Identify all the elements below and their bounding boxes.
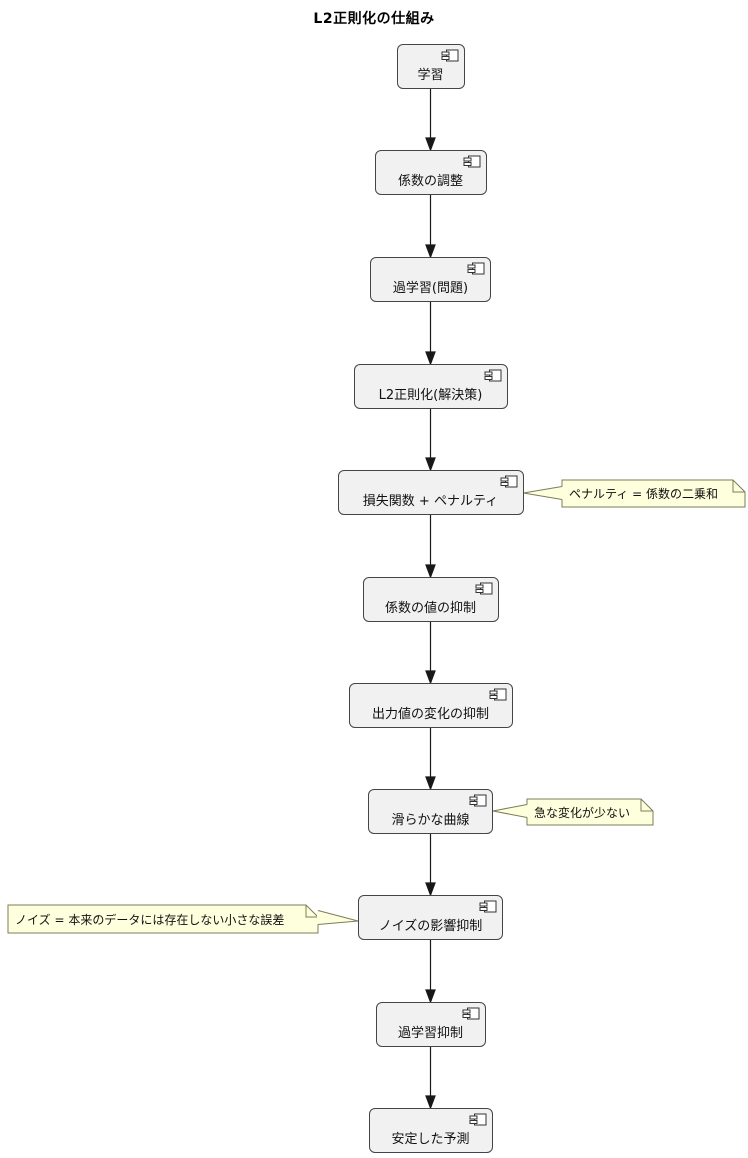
component-icon — [469, 794, 487, 807]
node-overfitting-suppression: 過学習抑制 — [375, 1002, 486, 1047]
component-icon — [463, 155, 480, 168]
node-l2-regularization-solution: L2正則化(解決策) — [353, 364, 508, 409]
component-icon — [441, 49, 458, 62]
node-stable-prediction: 安定した予測 — [368, 1108, 493, 1153]
node-learning: 学習 — [396, 44, 465, 89]
flow-arrow — [425, 834, 436, 897]
node-label: 過学習(問題) — [392, 280, 469, 296]
component-icon — [500, 475, 517, 488]
component-icon — [489, 688, 506, 701]
note-gradual-change: 急な変化が少ない — [534, 805, 631, 820]
flow-arrow — [425, 302, 436, 366]
note-shape-gradual-change — [492, 798, 654, 826]
node-label: 係数の値の抑制 — [384, 600, 476, 616]
component-icon — [467, 262, 485, 275]
node-label: 過学習抑制 — [397, 1025, 463, 1041]
note-shape-noise-definition — [7, 904, 359, 934]
node-label: ノイズの影響抑制 — [378, 918, 483, 934]
component-icon — [462, 1007, 479, 1020]
node-label: 学習 — [417, 67, 444, 83]
flow-arrow — [425, 1047, 436, 1110]
component-icon — [484, 369, 501, 382]
node-coefficient-value-suppression: 係数の値の抑制 — [362, 577, 499, 622]
node-label: 滑らかな曲線 — [391, 812, 470, 828]
node-label: 出力値の変化の抑制 — [371, 706, 489, 722]
node-overfitting-problem: 過学習(問題) — [370, 257, 491, 302]
component-icon — [475, 582, 492, 595]
node-output-change-suppression: 出力値の変化の抑制 — [348, 683, 513, 728]
node-label: 係数の調整 — [397, 173, 463, 189]
node-loss-plus-penalty: 損失関数 + ペナルティ — [337, 470, 524, 515]
node-label: 損失関数 + ペナルティ — [362, 493, 499, 509]
node-label: 安定した予測 — [391, 1131, 470, 1147]
flow-arrow — [425, 515, 436, 579]
node-noise-suppression: ノイズの影響抑制 — [358, 895, 503, 940]
node-label: L2正則化(解決策) — [378, 387, 483, 403]
flow-arrow — [425, 409, 436, 472]
flow-arrow — [425, 940, 436, 1004]
diagram-title: L2正則化の仕組み — [313, 11, 435, 27]
component-icon — [469, 1113, 486, 1126]
note-shape-penalty-definition — [523, 479, 746, 508]
component-icon — [479, 900, 497, 913]
flow-arrow — [425, 728, 436, 791]
node-coefficient-adjustment: 係数の調整 — [374, 150, 487, 195]
flow-arrow — [425, 89, 436, 152]
flow-arrow — [425, 622, 436, 685]
note-penalty-definition: ペナルティ = 係数の二乗和 — [569, 487, 718, 501]
node-smooth-curve: 滑らかな曲線 — [368, 789, 493, 834]
note-noise-definition: ノイズ = 本来のデータには存在しない小さな誤差 — [15, 912, 285, 927]
flow-arrow — [425, 195, 436, 259]
